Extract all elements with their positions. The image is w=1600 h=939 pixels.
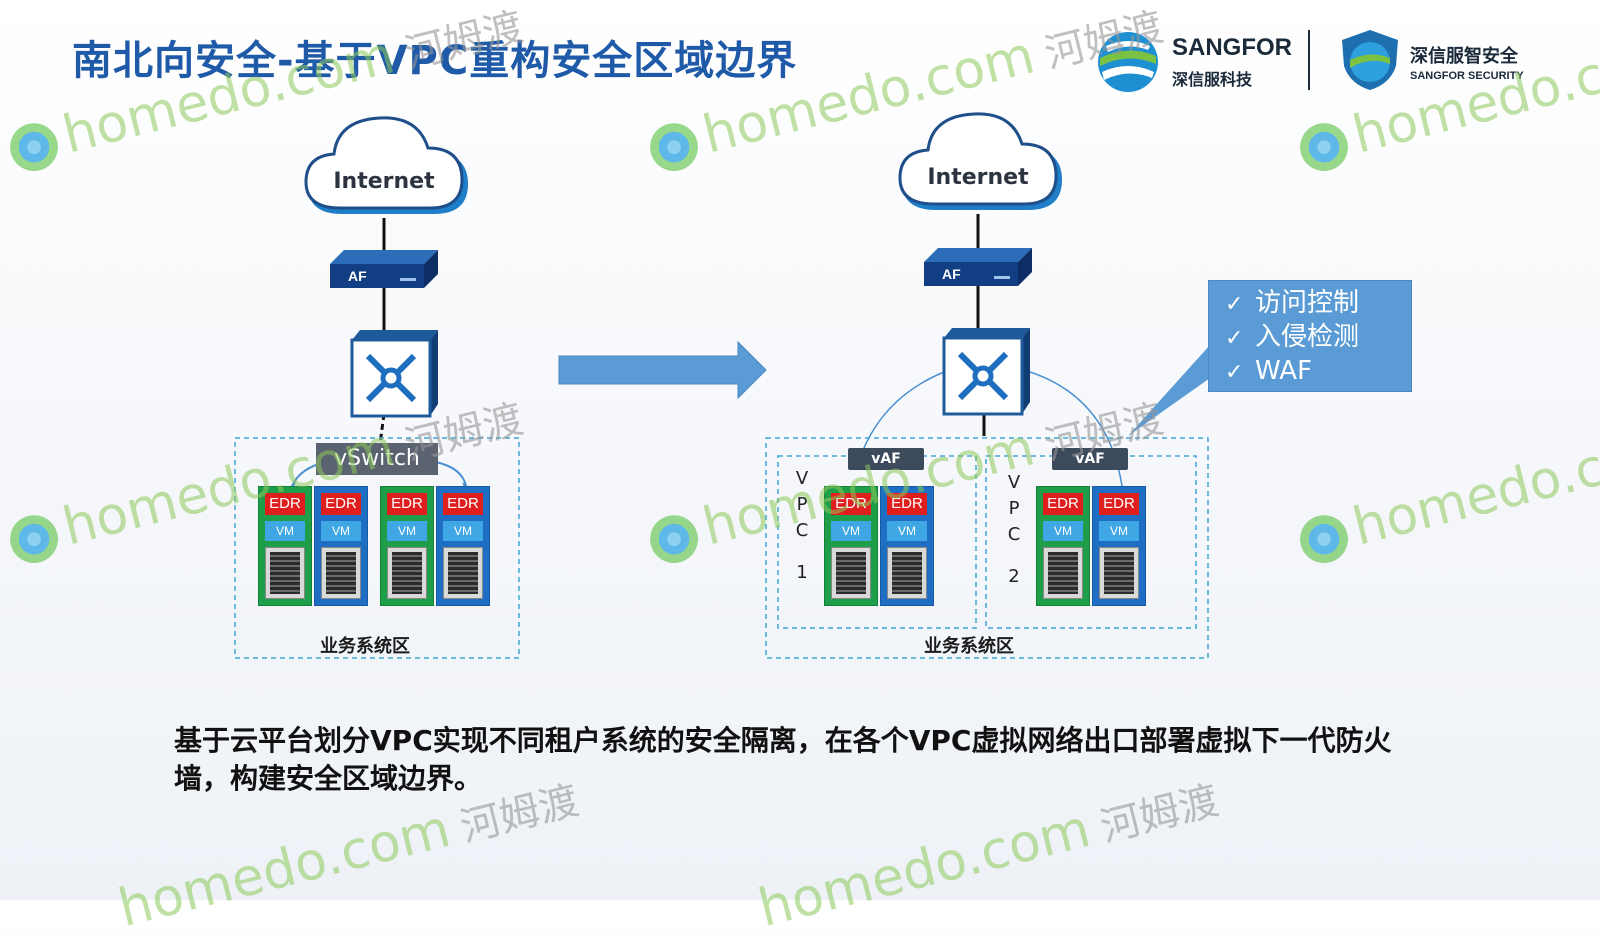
right-internet-cloud-icon: Internet [898, 112, 1062, 210]
callout-item-waf: ✓WAF [1225, 355, 1411, 389]
vpc2-letter-c: C [1007, 524, 1021, 545]
description-text: 基于云平台划分VPC实现不同租户系统的安全隔离，在各个VPC虚拟网络出口部署虚拟… [174, 724, 1392, 795]
logo-divider [1308, 30, 1310, 90]
callout-item-intrusion-detection: ✓入侵检测 [1225, 321, 1411, 355]
right-zone-label: 业务系统区 [924, 636, 1014, 657]
flow-arrow [558, 340, 767, 400]
vpc1-letter-v: V [795, 468, 809, 489]
security-en-name: SANGFOR SECURITY [1410, 70, 1524, 82]
right-af-firewall: AF [924, 246, 1032, 286]
left-line-switch-vswitch [378, 413, 386, 445]
vm-badge: VM [887, 521, 927, 541]
vpc1-label: V P C 1 [792, 466, 812, 586]
left-af-label: AF [348, 268, 367, 284]
vpc1-vaf: vAF [848, 448, 924, 470]
edr-badge: EDR [1099, 493, 1139, 515]
left-server-4: EDR VM [436, 486, 490, 606]
left-cloud-label: Internet [333, 169, 435, 194]
edr-badge: EDR [1043, 493, 1083, 515]
vpc2-server-2: EDR VM [1092, 486, 1146, 606]
server-rack-icon [1043, 547, 1083, 599]
vpc1-letter-c: C [795, 520, 809, 541]
check-icon: ✓ [1225, 360, 1244, 385]
left-arrow-to-server-4 [435, 461, 467, 487]
vm-badge: VM [443, 521, 483, 541]
sangfor-name: SANGFOR [1172, 34, 1292, 61]
right-af-label: AF [942, 266, 961, 282]
left-core-switch-icon [350, 330, 438, 418]
vpc1-server-1: EDR VM [824, 486, 878, 606]
server-rack-icon [321, 547, 361, 599]
diagram-connectors [234, 214, 1210, 659]
edr-badge: EDR [887, 493, 927, 515]
vpc2-label: V P C 2 [1004, 470, 1024, 590]
vpc2-box [985, 455, 1197, 629]
callout-pointer [1128, 345, 1210, 436]
left-internet-cloud-icon: Internet [304, 116, 468, 214]
vpc2-number: 2 [1008, 566, 1020, 587]
callout-item-access-control: ✓访问控制 [1225, 287, 1411, 321]
server-rack-icon [1099, 547, 1139, 599]
vm-badge: VM [1099, 521, 1139, 541]
security-cn-name: 深信服智安全 [1410, 46, 1518, 67]
feature-callout: ✓访问控制 ✓入侵检测 ✓WAF [1208, 280, 1412, 392]
left-server-3: EDR VM [380, 486, 434, 606]
server-rack-icon [265, 547, 305, 599]
vm-badge: VM [321, 521, 361, 541]
vpc1-number: 1 [796, 562, 808, 583]
edr-badge: EDR [443, 493, 483, 515]
vpc1-letter-p: P [796, 494, 808, 515]
sangfor-security-logo: 深信服智安全 SANGFOR SECURITY [1340, 28, 1540, 94]
right-zone-box [765, 437, 1209, 659]
vpc2-server-1: EDR VM [1036, 486, 1090, 606]
edr-badge: EDR [265, 493, 305, 515]
af-device-icon [330, 250, 438, 288]
vpc2-letter-p: P [1008, 498, 1020, 519]
vm-badge: VM [387, 521, 427, 541]
vpc1-server-2: EDR VM [880, 486, 934, 606]
edr-badge: EDR [321, 493, 361, 515]
left-server-1: EDR VM [258, 486, 312, 606]
edr-badge: EDR [831, 493, 871, 515]
edr-badge: EDR [387, 493, 427, 515]
vpc2-letter-v: V [1007, 472, 1021, 493]
right-cloud-label: Internet [927, 165, 1029, 190]
sangfor-cn-name: 深信服科技 [1172, 70, 1253, 89]
right-core-switch-icon [942, 328, 1030, 416]
page-title: 南北向安全-基于VPC重构安全区域边界 [72, 38, 798, 84]
left-af-firewall: AF [330, 248, 438, 288]
af-device-icon [924, 248, 1032, 286]
check-icon: ✓ [1225, 326, 1244, 351]
sangfor-logo: SANGFOR 深信服科技 [1096, 30, 1296, 94]
server-rack-icon [387, 547, 427, 599]
shield-globe-icon [1342, 30, 1398, 90]
left-server-2: EDR VM [314, 486, 368, 606]
vm-badge: VM [831, 521, 871, 541]
server-rack-icon [443, 547, 483, 599]
vm-badge: VM [1043, 521, 1083, 541]
server-rack-icon [831, 547, 871, 599]
vpc2-vaf: vAF [1052, 448, 1128, 470]
sangfor-globe-icon [1098, 32, 1158, 92]
left-vswitch: vSwitch [316, 443, 438, 475]
left-zone-label: 业务系统区 [320, 636, 410, 657]
vm-badge: VM [265, 521, 305, 541]
check-icon: ✓ [1225, 292, 1244, 317]
server-rack-icon [887, 547, 927, 599]
